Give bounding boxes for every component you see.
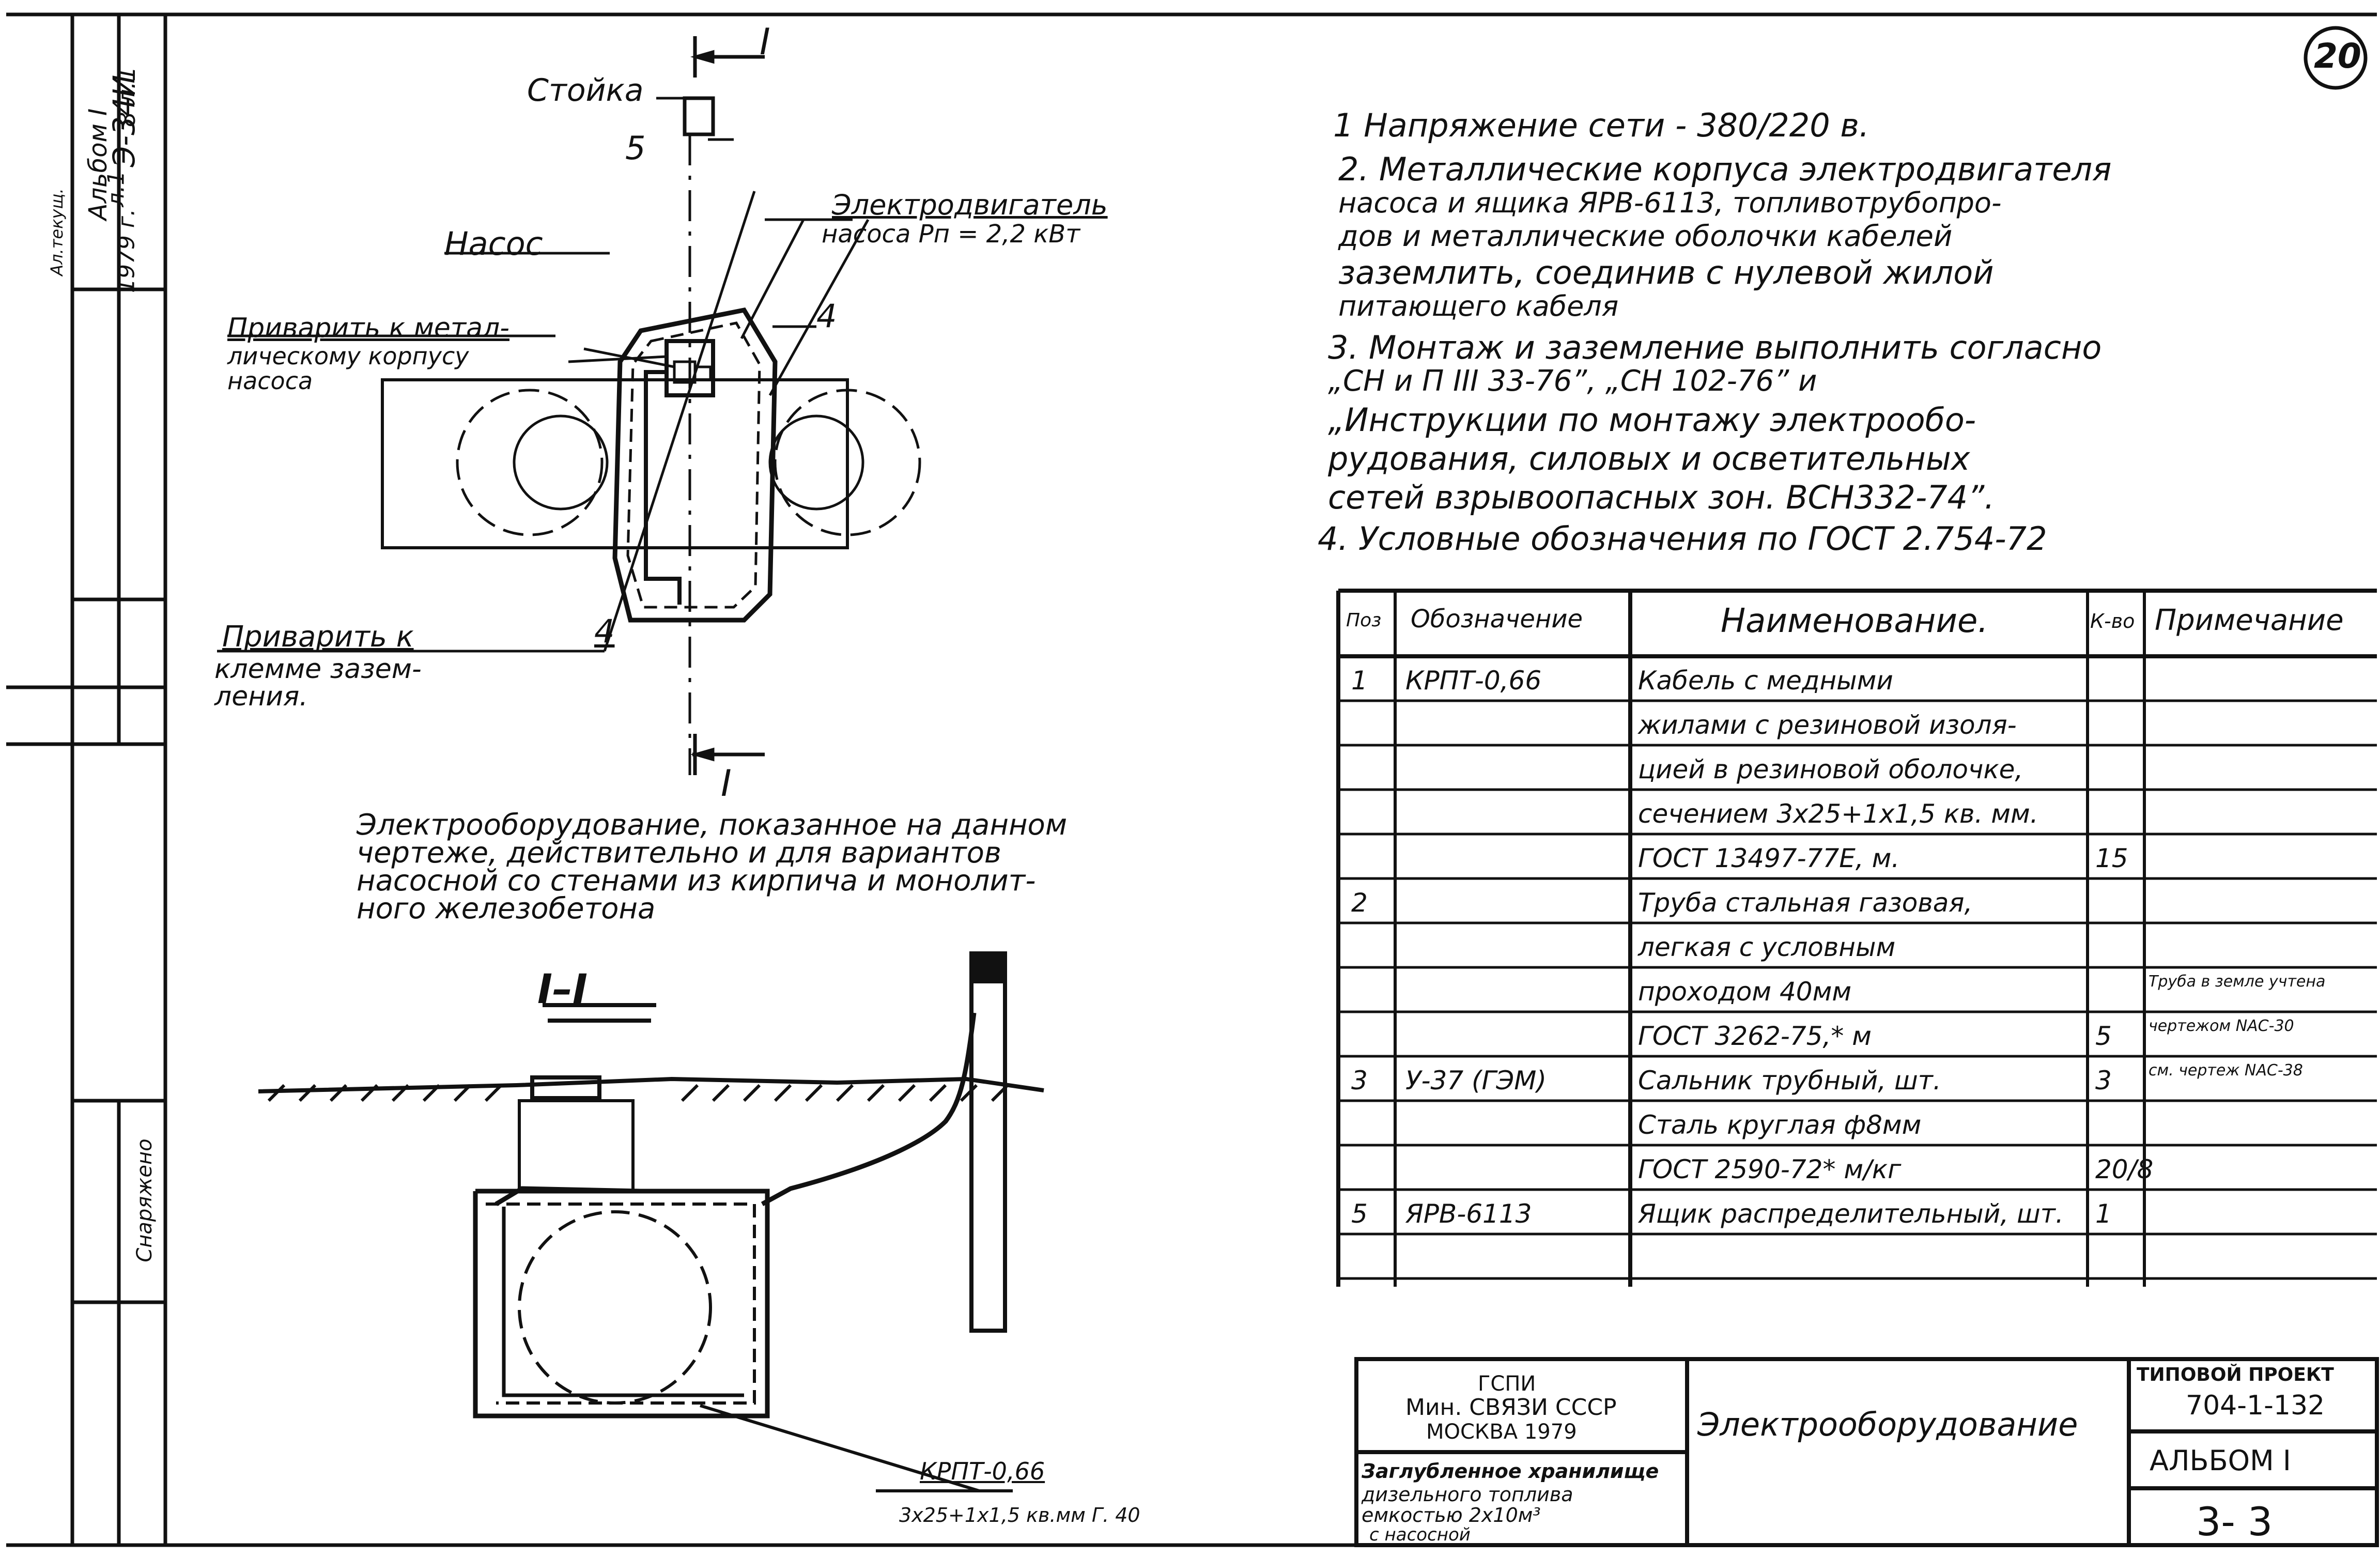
note-line: сетей взрывоопасных зон. ВСН332-74”.	[1328, 479, 1995, 516]
row-designation: ЯРВ-6113	[1405, 1199, 1532, 1229]
note-line: рудования, силовых и осветительных	[1328, 440, 1970, 477]
header-designation: Обозначение	[1411, 605, 1583, 634]
note-line: насоса и ящика ЯРВ-6113, топливотрубопро…	[1338, 187, 2002, 219]
section-mark-top: I	[760, 21, 770, 63]
header-pos: Поз	[1346, 610, 1382, 631]
label-motor-1: Электродвигатель	[832, 189, 1108, 221]
row-name: цией в резиновой оболочке,	[1638, 754, 2023, 784]
label-pump: Насос	[444, 225, 543, 263]
row-note: чертежом NАС-30	[2149, 1017, 2294, 1035]
row-name: проходом 40мм	[1638, 977, 1852, 1007]
row-qty: 1	[2095, 1199, 2112, 1229]
header-note: Примечание	[2155, 604, 2344, 637]
row-pos: 1	[1351, 666, 1368, 696]
tb-album: АЛЬБОМ I	[2150, 1444, 2291, 1477]
row-name: легкая с условным	[1638, 932, 1896, 962]
header-name: Наименование.	[1721, 602, 1988, 640]
row-pos: 5	[1351, 1199, 1368, 1229]
tb-object-1: Заглубленное хранилище	[1362, 1460, 1659, 1483]
note-line: 2. Металлические корпуса электродвигател…	[1338, 150, 2112, 188]
label-weld-body-3: насоса	[227, 367, 313, 395]
row-note: см. чертеж NАС-38	[2149, 1061, 2303, 1080]
plan-view	[217, 36, 921, 775]
row-designation: КРПТ-0,66	[1405, 666, 1542, 696]
row-qty: 3	[2095, 1066, 2112, 1096]
row-pos: 3	[1351, 1066, 1368, 1096]
tb-object-2: дизельного топлива	[1362, 1483, 1573, 1506]
strip-list: л.1	[103, 171, 130, 207]
row-designation: У-37 (ГЭМ)	[1405, 1066, 1547, 1096]
pos-4a: 4	[816, 297, 837, 335]
equipment-note-line: чертеже, действительно и для вариантов	[357, 836, 1001, 870]
row-name: ГОСТ 3262-75,* м	[1638, 1021, 1872, 1051]
cable-label: КРПТ-0,66	[920, 1457, 1045, 1485]
row-name: Сальник трубный, шт.	[1638, 1066, 1941, 1096]
spec-table-rows	[1338, 699, 2377, 1280]
tb-project-code: 704-1-132	[2186, 1390, 2325, 1421]
row-qty: 15	[2095, 843, 2128, 873]
note-line: дов и металлические оболочки кабелей	[1338, 220, 1953, 253]
label-stand: Стойка	[527, 72, 644, 109]
tb-object-3: емкостью 2x10м³	[1362, 1504, 1541, 1527]
row-name: Труба стальная газовая,	[1638, 888, 1973, 918]
tb-sheet-title: Электрооборудование	[1697, 1406, 2078, 1443]
label-weld-clamp-2: клемме зазем-	[214, 654, 422, 685]
row-pos: 2	[1351, 888, 1368, 918]
spec-table-grid	[1336, 589, 2377, 1287]
note-line: 4. Условные обозначения по ГОСТ 2.754-72	[1318, 520, 2047, 558]
label-weld-clamp-1: Приварить к	[222, 620, 414, 654]
note-line: „СН и П III 33-76”, „СН 102-76” и	[1328, 364, 1817, 398]
tb-project-label: ТИПОВОЙ ПРОЕКТ	[2137, 1364, 2334, 1385]
pos-4b: 4	[594, 612, 615, 650]
row-qty: 20/8	[2095, 1154, 2154, 1184]
label-weld-body-1: Приварить к метал-	[227, 313, 509, 344]
row-qty: 5	[2095, 1021, 2112, 1051]
label-motor-2: насоса Рп = 2,2 кВт	[822, 220, 1080, 249]
row-name: ГОСТ 13497-77Е, м.	[1638, 843, 1900, 873]
note-line: 1 Напряжение сети - 380/220 в.	[1333, 106, 1869, 144]
sheet-number: 20	[2314, 36, 2361, 76]
equipment-note-line: насосной со стенами из кирпича и монолит…	[357, 864, 1036, 898]
section-mark-bottom: I	[721, 762, 732, 805]
strip-footer: Снаряжено	[133, 1138, 157, 1262]
note-line: питающего кабеля	[1338, 290, 1619, 322]
row-name: ГОСТ 2590-72* м/кг	[1638, 1154, 1902, 1184]
row-name: жилами с резиновой изоля-	[1638, 710, 2017, 740]
row-name: сечением 3x25+1x1,5 кв. мм.	[1638, 799, 2038, 829]
tb-org-3: МОСКВА 1979	[1426, 1420, 1577, 1444]
title-block-grid	[1354, 1357, 2379, 1547]
cable-spec: 3x25+1x1,5 кв.мм Г. 40	[899, 1504, 1140, 1527]
label-weld-body-2: лическому корпусу	[227, 342, 469, 370]
row-name: Кабель с медными	[1638, 666, 1893, 696]
note-line: 3. Монтаж и заземление выполнить согласн…	[1328, 329, 2102, 366]
tb-org-2: Мин. СВЯЗИ СССР	[1405, 1394, 1617, 1421]
row-name: Сталь круглая ф8мм	[1638, 1110, 1922, 1140]
tb-sheet-code: 3- 3	[2196, 1499, 2273, 1545]
header-qty: К-во	[2090, 610, 2135, 633]
section-title: I–I	[537, 966, 588, 1013]
section-view	[258, 951, 1044, 1492]
tb-object-4: с насосной	[1369, 1524, 1471, 1545]
equipment-note: Электрооборудование, показанное на данно…	[357, 811, 1067, 923]
sheet-number-circle	[2304, 26, 2368, 90]
row-note: Труба в земле учтена	[2149, 973, 2326, 991]
label-weld-clamp-3: ления.	[214, 681, 308, 712]
pos-5: 5	[625, 129, 646, 167]
tb-org-1: ГСПИ	[1478, 1372, 1536, 1396]
note-line: „Инструкции по монтажу электрообо-	[1328, 401, 1976, 439]
equipment-note-line: ного железобетона	[357, 892, 656, 926]
equipment-note-line: Электрооборудование, показанное на данно…	[357, 808, 1068, 842]
strip-note: Ал.текущ.	[47, 188, 67, 276]
note-line: заземлить, соединив с нулевой жилой	[1338, 254, 1994, 291]
row-name: Ящик распределительный, шт.	[1638, 1199, 2064, 1229]
